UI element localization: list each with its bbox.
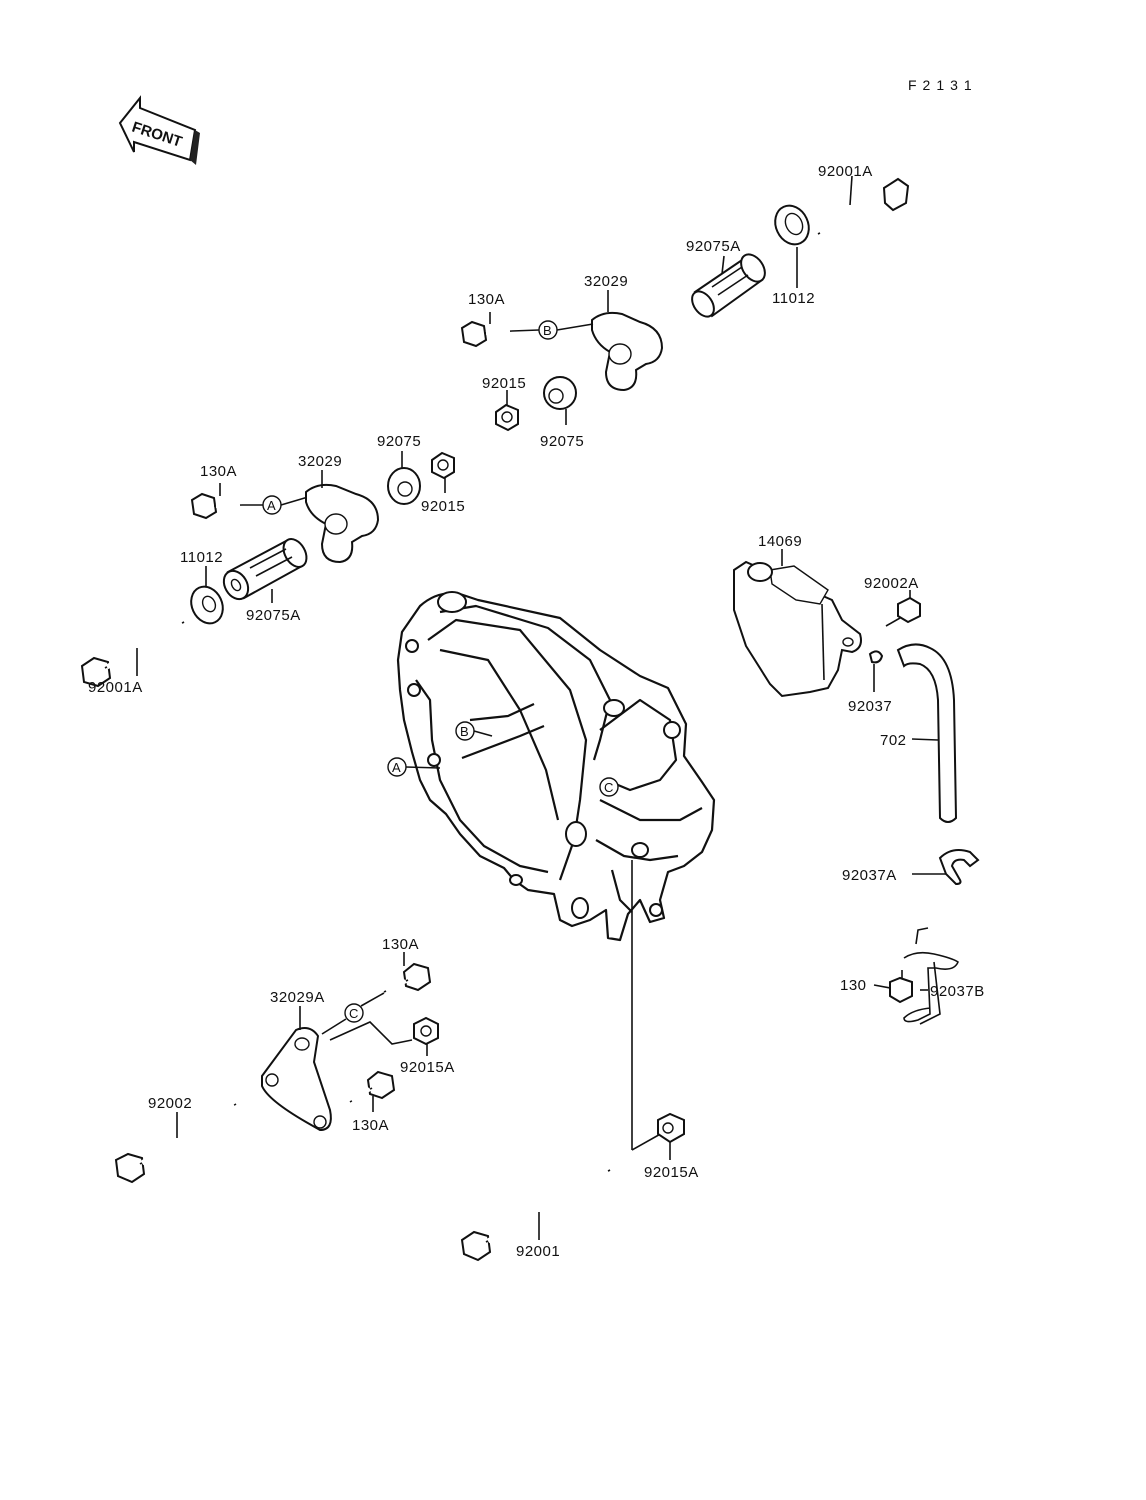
label-92075-top: 92075 [540, 433, 584, 450]
label-92015A-bottom: 92015A [644, 1164, 699, 1181]
label-130: 130 [840, 977, 867, 994]
label-92037A: 92037A [842, 867, 897, 884]
label-130A-lower-bottom: 130A [352, 1117, 389, 1134]
label-32029-mid: 32029 [298, 453, 342, 470]
label-92037B: 92037B [930, 983, 985, 1000]
circle-ref-c-lower-label: C [349, 1006, 358, 1021]
label-92002: 92002 [148, 1095, 192, 1112]
label-14069: 14069 [758, 533, 802, 550]
bolt-92001A-top-icon [817, 177, 910, 236]
label-92002A: 92002A [864, 575, 919, 592]
bolt-130A-mid-icon [190, 492, 243, 520]
collar-92075A-left-icon [222, 538, 308, 601]
bracket-32029-mid-icon [305, 483, 380, 564]
washer-11012-left-icon [190, 585, 224, 625]
washer-11012-top-icon [774, 204, 810, 246]
nut-92015-mid-icon [431, 451, 455, 480]
clamp-92037A-icon [938, 849, 980, 886]
label-92075-mid: 92075 [377, 433, 421, 450]
nut-92015A-lower-icon [413, 1016, 439, 1046]
label-92015-mid: 92015 [421, 498, 465, 515]
label-92001A-left: 92001A [88, 679, 143, 696]
bolt-130A-lower-top-icon [383, 962, 432, 993]
label-11012-top: 11012 [772, 290, 815, 307]
bolt-92001-bottom-icon [460, 1168, 611, 1262]
clamp-92037-icon [868, 650, 884, 664]
label-92075A-left: 92075A [246, 607, 301, 624]
circle-ref-a-frame-label: A [392, 760, 401, 775]
bolt-130A-lower-bottom-icon [349, 1070, 396, 1103]
bolt-130-icon [889, 970, 913, 1004]
label-92001-bottom: 92001 [516, 1243, 560, 1260]
label-92037: 92037 [848, 698, 892, 715]
circle-ref-c-frame-label: C [604, 780, 613, 795]
circle-ref-a-mid-label: A [267, 498, 276, 513]
circle-ref-b-frame-label: B [460, 724, 469, 739]
label-32029A: 32029A [270, 989, 325, 1006]
bolt-92002A-icon [885, 596, 921, 627]
circle-ref-b-top-label: B [543, 323, 552, 338]
motorcycle-frame-icon [396, 591, 716, 942]
label-130A-lower-top: 130A [382, 936, 419, 953]
bushing-92075-mid-icon [387, 467, 421, 505]
bracket-32029A-icon [261, 1027, 332, 1132]
label-11012-left: 11012 [180, 549, 223, 566]
bolt-92001A-left-icon [80, 620, 185, 688]
hose-702-icon [896, 643, 958, 823]
diagram-reference: F2131 [908, 77, 978, 93]
nut-92015A-bottom-icon [657, 1112, 685, 1144]
label-92015A-lower: 92015A [400, 1059, 455, 1076]
nut-92015-top-icon [495, 403, 519, 432]
bolt-92002-icon [114, 1102, 237, 1184]
label-32029-top: 32029 [584, 273, 628, 290]
label-92015-top: 92015 [482, 375, 526, 392]
label-92001A-top: 92001A [818, 163, 873, 180]
bushing-92075-top-icon [543, 376, 577, 410]
front-arrow-icon: FRONT [118, 95, 200, 165]
label-92075A-top: 92075A [686, 238, 741, 255]
reservoir-14069-icon [733, 560, 862, 698]
bolt-130A-top-icon [460, 320, 513, 348]
bracket-92037B-icon [903, 927, 959, 1025]
circle-ref-c-lower [344, 1003, 364, 1023]
collar-92075A-top-icon [691, 253, 766, 318]
label-130A-top: 130A [468, 291, 505, 308]
bracket-32029-top-icon [591, 311, 664, 392]
label-702: 702 [880, 732, 907, 749]
circle-ref-c-frame [599, 777, 619, 797]
label-130A-mid: 130A [200, 463, 237, 480]
